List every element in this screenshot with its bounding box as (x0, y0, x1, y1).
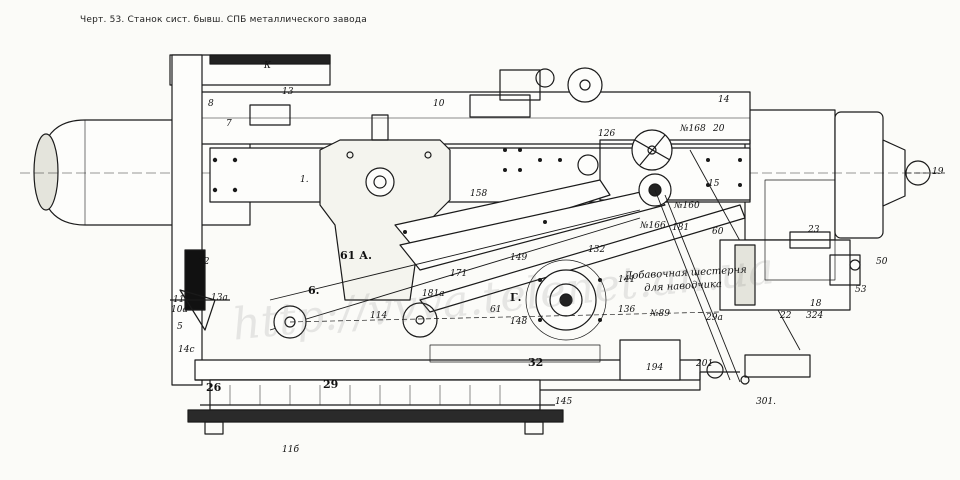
callout-60: 60 (712, 227, 724, 237)
callout-324: 324 (806, 311, 824, 321)
left-column (170, 54, 230, 386)
callout-148: 148 (510, 317, 528, 327)
callout-171: 171 (450, 269, 468, 279)
callout-10: 10 (433, 99, 445, 109)
callout-7: 7 (226, 119, 232, 129)
callout-201: 201 (696, 359, 714, 369)
callout-114: 114 (370, 311, 388, 321)
callout-18: 18 (810, 299, 822, 309)
callout-10a: 10а (171, 305, 188, 315)
callout-160: №160 (674, 201, 700, 211)
callout-11b: 11б (282, 445, 299, 455)
right-mechanism (706, 179, 861, 385)
callout-20: 20 (713, 124, 725, 134)
callout-14c: 14с (178, 345, 195, 355)
callout-5: 5 (177, 322, 183, 332)
callout-53: 53 (855, 285, 867, 295)
callout-12: 12 (198, 257, 210, 267)
carriage-base (187, 339, 740, 435)
callout-145: 145 (555, 397, 573, 407)
callout-13: 13 (282, 87, 294, 97)
slanted-arms (269, 179, 746, 331)
callout-k: К (264, 61, 271, 71)
callout-22: 22 (780, 311, 792, 321)
callout-1: 1. (300, 175, 309, 185)
callout-158: 158 (470, 189, 488, 199)
callout-61: 61 (490, 305, 502, 315)
callout-11: 11 (173, 295, 185, 305)
callout-132: 132 (588, 245, 606, 255)
top-frame (169, 54, 751, 203)
callout-15: 15 (708, 179, 720, 189)
callout-181: 181 (672, 223, 690, 233)
callout-126: 126 (598, 129, 616, 139)
callout-23: 23 (808, 225, 820, 235)
callout-61a: 61 А. (340, 249, 372, 262)
callout-32: 32 (528, 356, 544, 369)
callout-29: 29 (323, 378, 339, 391)
callout-141: 141 (618, 275, 636, 285)
callout-166: №166 (640, 221, 666, 231)
callout-29a: 29а (706, 313, 723, 323)
handwheels (273, 67, 673, 341)
callout-19: 19 (932, 167, 944, 177)
callout-301: 301. (756, 397, 777, 407)
callout-14: 14 (718, 95, 730, 105)
callout-g: Г. (510, 291, 522, 304)
callout-194: 194 (646, 363, 664, 373)
callout-181a: 181а (422, 289, 445, 299)
callout-26: 26 (206, 381, 222, 394)
callout-13a: 13а (211, 293, 228, 303)
callout-50: 50 (876, 257, 888, 267)
cradle-housing (319, 114, 451, 301)
callout-8: 8 (208, 99, 214, 109)
callout-136: 136 (618, 305, 636, 315)
callout-89: №89 (650, 309, 670, 319)
bolts (212, 148, 742, 322)
callout-149: 149 (510, 253, 528, 263)
callout-6: 6. (308, 284, 320, 297)
figure-caption: Черт. 53. Станок сист. бывш. СПБ металли… (80, 15, 367, 25)
callout-168: №168 (680, 124, 706, 134)
